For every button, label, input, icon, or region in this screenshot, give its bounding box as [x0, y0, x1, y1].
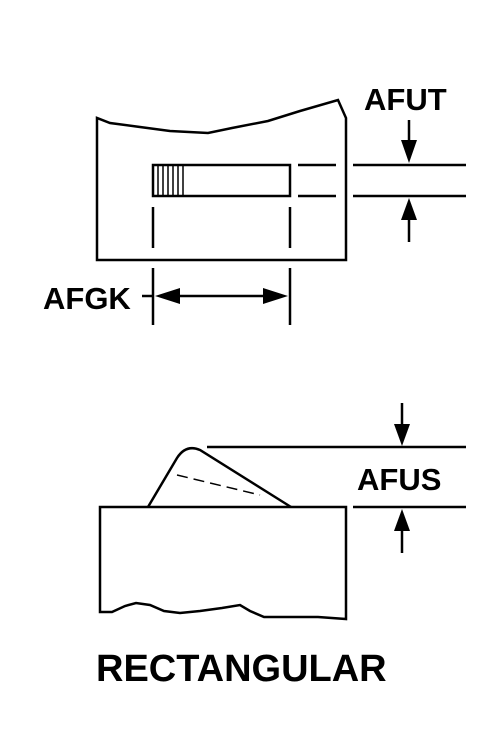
- afus-extension-lines: [207, 445, 466, 509]
- afut-arrows: [401, 120, 417, 242]
- afgk-label: AFGK: [43, 281, 131, 316]
- afgk-extension-lines: [151, 207, 292, 325]
- diagram-caption: RECTANGULAR: [96, 648, 387, 690]
- inclined-blade: [146, 447, 292, 509]
- top-view-body: [95, 98, 348, 262]
- blade-hidden-edge: [176, 474, 261, 496]
- side-view: AFUS: [98, 403, 466, 621]
- afut-extension-lines: [298, 163, 466, 198]
- top-view: AFUT AFGK: [43, 82, 466, 325]
- blade-slot: [151, 163, 292, 198]
- afgk-dimension: [142, 288, 288, 304]
- afut-label: AFUT: [364, 82, 447, 117]
- afus-label: AFUS: [357, 462, 441, 497]
- side-view-body: [98, 505, 348, 621]
- blade-hatch: [157, 165, 184, 196]
- afus-arrows: [394, 403, 410, 553]
